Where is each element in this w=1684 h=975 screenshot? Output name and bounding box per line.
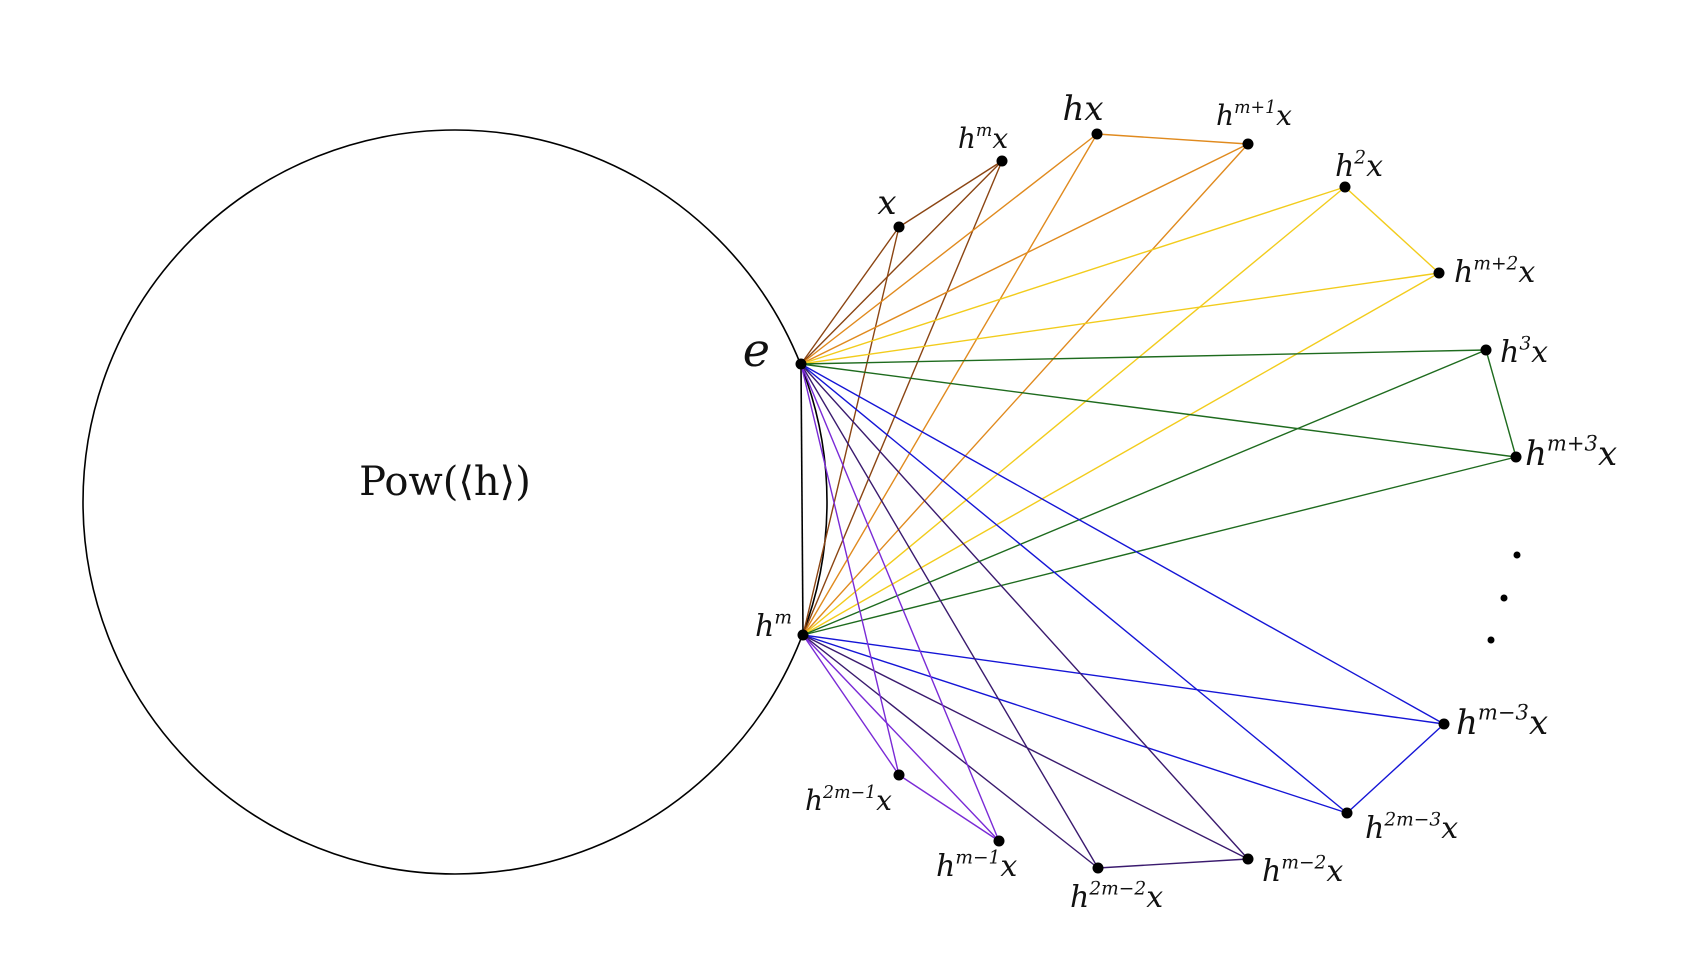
edges-group	[800, 133, 1517, 869]
node-label-hmm2x: hm−2x	[1262, 852, 1343, 889]
edge-e-hm3x	[800, 363, 1517, 458]
node-h2mm2x	[1092, 862, 1104, 874]
node-hx	[1091, 128, 1103, 140]
edge-e-hmm3x	[800, 363, 1445, 725]
node-hm2x	[1433, 267, 1445, 279]
nodes-group	[795, 128, 1522, 874]
ellipsis-dot	[1487, 636, 1495, 644]
edge-hmm3x-h2mm3x	[1346, 723, 1445, 814]
edge-e-hm	[800, 363, 804, 636]
edge-hm-x	[802, 226, 900, 636]
edge-hmm2x-h2mm2x	[1097, 858, 1249, 869]
edge-hm-hx	[802, 133, 1098, 636]
edge-hm-h2mm1x	[802, 634, 900, 776]
edge-x-hmx	[898, 160, 1003, 228]
edge-e-h2mm2x	[800, 363, 1099, 869]
node-label-hmm3x: hm−3x	[1456, 700, 1548, 743]
node-hmm2x	[1242, 853, 1254, 865]
node-label-hmm1x: hm−1x	[936, 847, 1017, 884]
node-label-hm: hm	[755, 607, 792, 644]
ellipsis-dots	[1487, 551, 1521, 644]
edge-e-x	[800, 226, 900, 365]
power-graph-circle	[82, 129, 828, 875]
edge-hx-hm1x	[1096, 133, 1249, 145]
edge-e-hx	[800, 133, 1098, 365]
node-hm	[797, 629, 809, 641]
node-label-hm2x: hm+2x	[1454, 253, 1535, 290]
edge-hm-hm2x	[802, 272, 1440, 636]
edge-hm-h2mm2x	[802, 634, 1099, 869]
node-label-h2mm1x: h2m−1x	[805, 783, 892, 817]
node-label-x: x	[877, 183, 896, 223]
node-hmm3x	[1438, 718, 1450, 730]
ellipsis-dot	[1500, 594, 1508, 602]
node-hm1x	[1242, 138, 1254, 150]
node-label-hmx: hmx	[958, 121, 1009, 155]
edge-h2x-hm2x	[1344, 186, 1440, 274]
edge-e-hmm1x	[800, 363, 1000, 842]
edge-hm-hmm1x	[802, 634, 1000, 842]
edge-e-hm2x	[800, 272, 1440, 365]
edge-e-h2x	[800, 186, 1346, 365]
node-h2x	[1339, 181, 1351, 193]
edge-e-h2mm1x	[800, 363, 900, 776]
ellipsis-dot	[1513, 551, 1521, 559]
edge-hmm1x-h2mm1x	[898, 774, 1000, 842]
edge-h3x-hm3x	[1485, 349, 1517, 458]
edge-e-hmm2x	[800, 363, 1249, 860]
edge-e-hm1x	[800, 143, 1249, 365]
edge-hm-hmx	[802, 160, 1003, 636]
edge-e-h2mm3x	[800, 363, 1348, 814]
edge-hm-hm1x	[802, 143, 1249, 636]
edge-hm-hmm2x	[802, 634, 1249, 860]
center-label: Pow(⟨h⟩)	[359, 459, 531, 505]
node-e	[795, 358, 807, 370]
edge-hm-hm3x	[802, 456, 1517, 636]
edge-hm-h2x	[802, 186, 1346, 636]
node-label-h2mm2x: h2m−2x	[1070, 878, 1163, 915]
edge-e-hmx	[800, 160, 1003, 365]
node-label-h2mm3x: h2m−3x	[1365, 809, 1458, 846]
edge-e-h3x	[800, 349, 1487, 365]
edge-hm-h2mm3x	[802, 634, 1348, 814]
node-x	[893, 221, 905, 233]
node-h2mm1x	[893, 769, 905, 781]
node-label-h2x: h2x	[1335, 147, 1383, 184]
edge-hm-hmm3x	[802, 634, 1445, 725]
node-hmm1x	[993, 835, 1005, 847]
edge-hm-h3x	[802, 349, 1487, 636]
node-label-hx: hx	[1062, 89, 1103, 129]
node-hmx	[996, 155, 1008, 167]
node-h3x	[1480, 344, 1492, 356]
node-h2mm3x	[1341, 807, 1353, 819]
node-label-e: e	[743, 323, 770, 377]
node-label-h3x: h3x	[1500, 333, 1548, 370]
node-hm3x	[1510, 451, 1522, 463]
node-label-hm1x: hm+1x	[1216, 98, 1292, 132]
node-label-hm3x: hm+3x	[1525, 431, 1617, 474]
